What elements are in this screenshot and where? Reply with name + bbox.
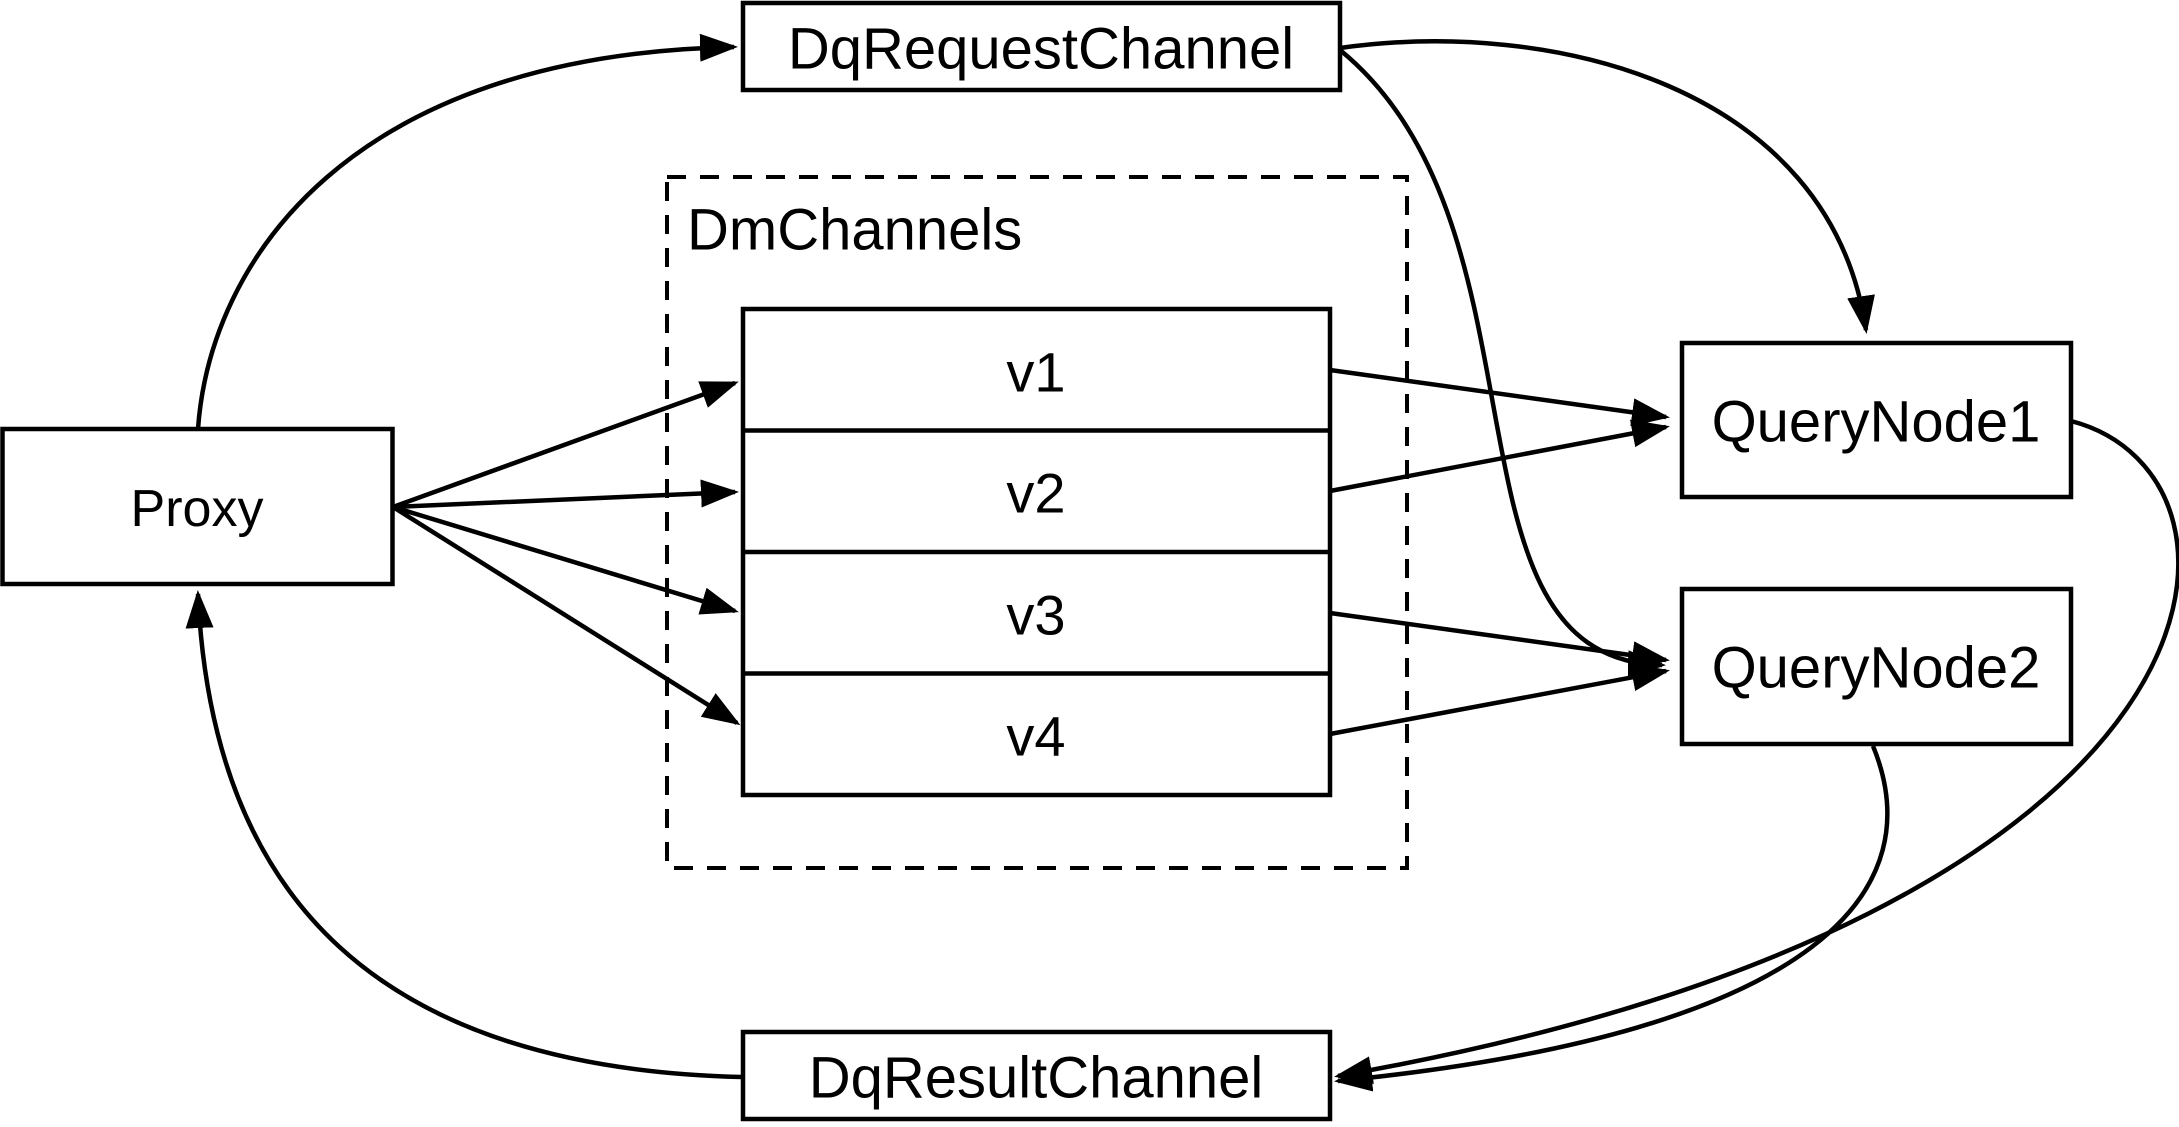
edge-dqrequestchannel-to-querynode2 bbox=[1338, 48, 1666, 679]
node-layer: Proxy DqRequestChannel DmChannels v1 v2 bbox=[0, 0, 2074, 1122]
edge-v2-to-querynode1 bbox=[1329, 419, 1670, 494]
querynode2-box bbox=[1679, 586, 2074, 747]
edge-dqresultchannel-to-proxy bbox=[185, 590, 742, 1080]
edge-dqrequestchannel-to-querynode1 bbox=[1339, 39, 1875, 334]
channel-v3-label: v3 bbox=[1006, 584, 1065, 647]
edge-querynode1-to-dqresultchannel bbox=[1334, 418, 2179, 1084]
edge-proxy-to-v1 bbox=[392, 380, 739, 510]
edge-v3-to-querynode2 bbox=[1329, 610, 1670, 670]
group-dmchannels: DmChannels v1 v2 v3 v4 bbox=[665, 175, 1409, 870]
querynode1-label: QueryNode1 bbox=[1712, 390, 2041, 455]
edge-proxy-to-v2 bbox=[392, 479, 739, 510]
node-dqresultchannel: DqResultChannel bbox=[740, 1029, 1333, 1122]
dmchannels-label: DmChannels bbox=[687, 198, 1022, 263]
dqrequestchannel-box bbox=[740, 0, 1343, 93]
querynode2-label: QueryNode2 bbox=[1712, 636, 2041, 701]
dqresultchannel-box bbox=[740, 1029, 1333, 1122]
edge-proxy-to-v4 bbox=[391, 505, 741, 726]
channel-stack: v1 v2 v3 v4 bbox=[740, 306, 1333, 798]
edge-querynode2-to-dqresultchannel bbox=[1334, 745, 1890, 1092]
channel-v2-label: v2 bbox=[1006, 462, 1065, 525]
edge-v1-to-querynode1 bbox=[1329, 367, 1670, 427]
node-querynode1: QueryNode1 bbox=[1679, 340, 2074, 500]
edge-proxy-to-v3 bbox=[392, 504, 739, 615]
channel-v4-label: v4 bbox=[1006, 705, 1065, 768]
node-proxy: Proxy bbox=[0, 426, 395, 587]
dqrequestchannel-label: DqRequestChannel bbox=[788, 17, 1294, 82]
proxy-box bbox=[0, 426, 395, 587]
dmchannels-dashed-box bbox=[665, 175, 1409, 870]
edge-v4-to-querynode2 bbox=[1329, 663, 1670, 737]
dqresultchannel-label: DqResultChannel bbox=[809, 1046, 1264, 1111]
node-querynode2: QueryNode2 bbox=[1679, 586, 2074, 747]
proxy-label: Proxy bbox=[131, 480, 264, 538]
edge-proxy-to-dqrequestchannel bbox=[195, 33, 738, 430]
querynode1-box bbox=[1679, 340, 2074, 500]
node-dqrequestchannel: DqRequestChannel bbox=[740, 0, 1343, 93]
channel-v1-label: v1 bbox=[1006, 341, 1065, 404]
edge-layer bbox=[185, 33, 2179, 1092]
